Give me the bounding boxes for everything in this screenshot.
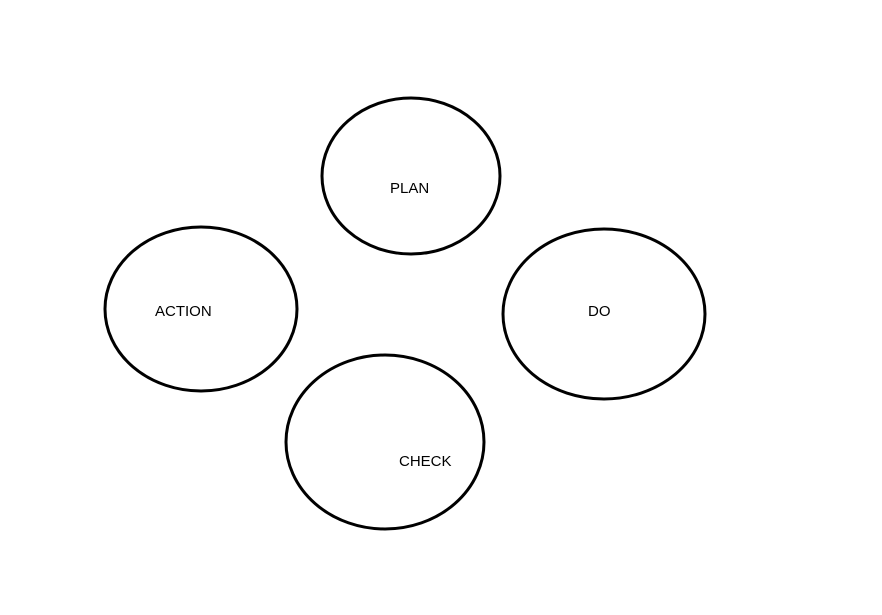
check-label: CHECK [399,453,452,470]
plan-circle [320,96,502,256]
do-node: DO [501,227,707,401]
action-circle [103,225,299,393]
do-circle [501,227,707,401]
action-label: ACTION [155,303,212,320]
action-node: ACTION [103,225,299,393]
plan-node: PLAN [320,96,502,256]
check-circle [284,353,486,531]
do-label: DO [588,303,611,320]
check-node: CHECK [284,353,486,531]
plan-label: PLAN [390,180,429,197]
